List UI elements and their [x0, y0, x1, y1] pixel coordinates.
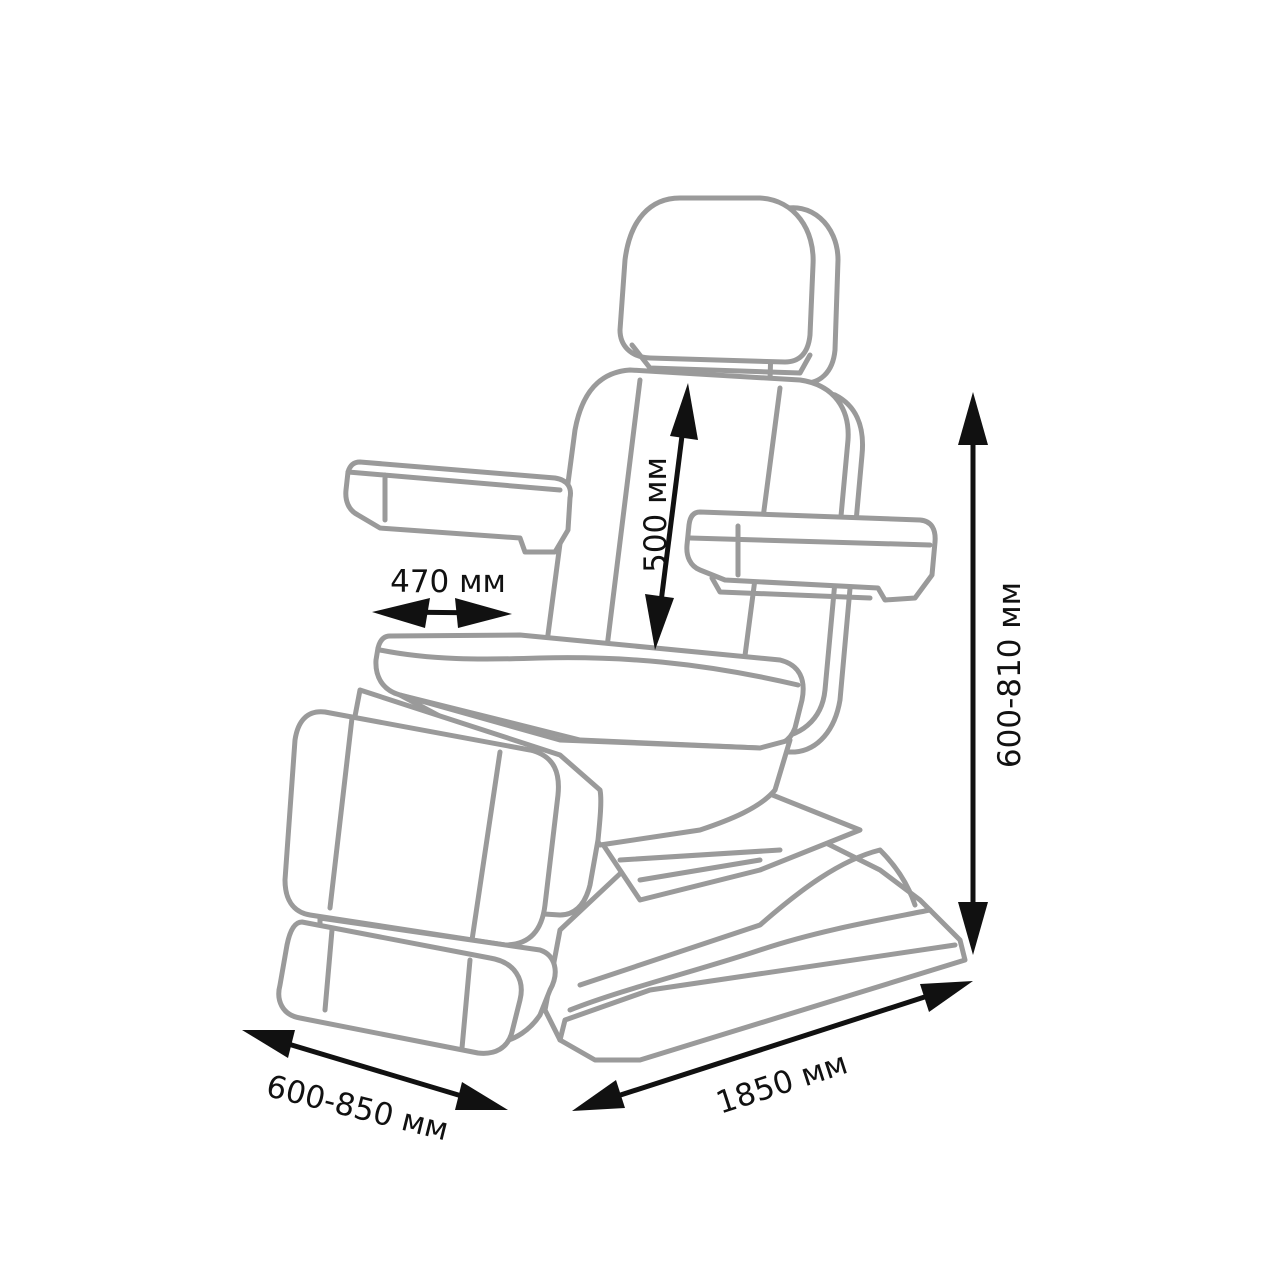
dimension-seat-width: 470 мм: [372, 564, 512, 628]
total-height-arrow-top: [958, 392, 988, 445]
chair-illustration: [276, 195, 968, 1063]
chair-lower-legrest-seam-left: [322, 927, 335, 1013]
chair-lower-legrest-seam-right: [459, 957, 473, 1051]
seat-width-arrow-left: [372, 598, 430, 628]
chair-headrest-lower-edge: [629, 342, 813, 376]
dimension-total-height: 600-810 мм: [958, 392, 1028, 955]
total-length-arrow-left: [572, 1080, 625, 1111]
seat-width-arrow-right: [455, 598, 512, 628]
chair-lift-column-seam: [617, 847, 783, 883]
dimension-backrest-height: 500 мм: [638, 383, 698, 650]
total-width-label: 600-850 мм: [263, 1068, 452, 1148]
total-height-arrow-bottom: [958, 902, 988, 955]
total-height-label: 600-810 мм: [992, 582, 1028, 768]
chair-base-swoop-inner: [577, 847, 918, 988]
backrest-height-arrow-top: [670, 383, 698, 440]
backrest-height-line: [657, 419, 687, 611]
chair-lower-legrest: [276, 919, 524, 1056]
total-width-arrow-right: [455, 1082, 508, 1110]
chair-base-front-lip: [557, 942, 958, 1043]
total-width-arrow-left: [242, 1030, 295, 1058]
chair-upper-legrest-seam-left: [327, 715, 355, 911]
chair-right-armrest-lower: [709, 575, 873, 601]
total-width-line: [274, 1037, 476, 1103]
chair-left-armrest-seam: [345, 469, 563, 523]
chair-base-swoop: [567, 907, 933, 1013]
chair-upper-legrest: [282, 709, 561, 948]
chair-seat-top-seam: [377, 647, 801, 688]
backrest-height-label: 500 мм: [638, 457, 674, 573]
chair-right-armrest: [684, 509, 938, 603]
seat-width-label: 470 мм: [390, 564, 506, 600]
chair-headrest: [617, 195, 816, 365]
total-length-arrow-right: [920, 981, 973, 1012]
total-length-line: [604, 989, 941, 1103]
chair-upper-legrest-seam-right: [469, 749, 503, 943]
chair-right-armrest-seam: [687, 523, 933, 578]
backrest-height-arrow-bottom: [645, 594, 674, 650]
